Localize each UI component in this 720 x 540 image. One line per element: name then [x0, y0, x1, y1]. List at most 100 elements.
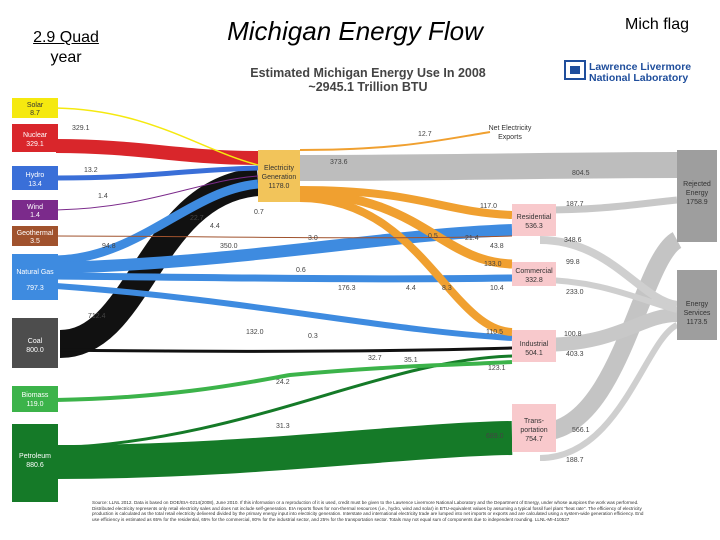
rejected-value: 1758.9 [686, 199, 708, 206]
flow-label: 329.1 [72, 125, 90, 132]
source-solar-name: Solar [27, 102, 44, 109]
flow-label: 110.5 [486, 329, 503, 336]
flow-solar [55, 107, 259, 166]
source-natural-gas-value: 797.3 [26, 285, 44, 292]
source-biomass: Biomass 119.0 [12, 386, 58, 412]
flow-gas-to-residential [55, 224, 513, 274]
flow-label: 24.2 [276, 379, 290, 386]
flow-label: 176.3 [338, 285, 356, 292]
flow-electricity-to-industrial [299, 194, 513, 336]
net-exports-label-1: Net Electricity [489, 125, 532, 132]
flow-electricity-to-rejected [299, 152, 678, 181]
flow-gas-to-commercial [55, 272, 513, 283]
source-hydro-value: 13.4 [28, 181, 42, 188]
flow-label: 99.8 [566, 259, 580, 266]
flow-label: 10.4 [490, 285, 504, 292]
flow-biomass [55, 360, 513, 402]
electricity-name-1: Electricity [264, 165, 294, 172]
flow-hydro [55, 165, 259, 181]
services-value: 1173.5 [687, 319, 708, 326]
flow-commercial-to-services [539, 277, 678, 313]
flow-label: 21.4 [465, 235, 479, 242]
flow-label: 117.0 [480, 203, 497, 210]
source-wind-name: Wind [27, 204, 43, 211]
flow-label: 12.7 [418, 131, 432, 138]
flow-gas-to-electricity [55, 179, 259, 265]
services-name-1: Energy [686, 301, 709, 308]
source-hydro: Hydro 13.4 [12, 166, 58, 190]
flow-label: 3.0 [308, 235, 318, 242]
source-coal-value: 800.0 [26, 347, 44, 354]
source-geothermal: Geothermal 3.5 [12, 226, 58, 246]
flow-label: 689.0 [486, 433, 504, 440]
electricity-generation-node: Electricity Generation 1178.0 [258, 150, 300, 202]
energy-services-node: Energy Services 1173.5 [677, 270, 717, 340]
chart-subtitle: ~2945.1 Trillion BTU [308, 80, 427, 94]
source-biomass-value: 119.0 [27, 401, 44, 408]
flow-label: 133.0 [484, 261, 502, 268]
flow-label: 566.1 [572, 427, 590, 434]
flow-label: 35.1 [404, 357, 418, 364]
flow-label: 132.0 [246, 329, 264, 336]
electricity-value: 1178.0 [269, 183, 290, 190]
source-coal-name: Coal [28, 338, 43, 345]
flow-petroleum-to-industrial [55, 354, 513, 450]
logo-line2: National Laboratory [589, 72, 688, 84]
quad-per-year-label: 2.9 Quad year [14, 28, 118, 68]
sector-industrial: Industrial 504.1 [512, 330, 556, 362]
flow-residential-to-rejected [539, 196, 678, 214]
source-geothermal-name: Geothermal [17, 230, 54, 237]
source-petroleum-name: Petroleum [19, 453, 51, 460]
source-hydro-name: Hydro [26, 172, 45, 179]
flow-label: 187.7 [566, 201, 584, 208]
flow-label: 804.5 [572, 170, 590, 177]
flow-label: 31.3 [276, 423, 290, 430]
flow-label: 32.7 [368, 355, 382, 362]
flow-sectors-to-services [539, 308, 678, 352]
flow-label: 0.5 [428, 233, 438, 240]
flow-label: 712.4 [88, 313, 106, 320]
quad-label-line2: year [50, 49, 82, 66]
chart-title: Estimated Michigan Energy Use In 2008 [250, 66, 486, 80]
flow-label: 1.4 [98, 193, 108, 200]
net-exports-label-2: Exports [498, 134, 522, 141]
flow-label: 22.7 [190, 215, 204, 222]
flow-geothermal [55, 235, 513, 239]
quad-label-line1: 2.9 Quad [33, 29, 99, 46]
flow-residential-to-services [539, 236, 678, 309]
source-wind: Wind 1.4 [12, 200, 58, 220]
rejected-name-2: Energy [686, 190, 709, 197]
source-nuclear-value: 329.1 [26, 141, 44, 148]
source-coal: Coal 800.0 [12, 318, 58, 368]
llnl-logo: Lawrence Livermore National Laboratory [564, 60, 691, 84]
source-natural-gas-name: Natural Gas [16, 269, 54, 276]
flow-label: 8.3 [442, 285, 452, 292]
sector-commercial-name: Commercial [515, 268, 553, 275]
flow-label: 13.2 [84, 167, 98, 174]
flow-transport-to-rejected [539, 232, 683, 441]
slide-title: Michigan Energy Flow [227, 16, 483, 46]
flow-transport-to-services [539, 322, 679, 461]
flow-value-labels: 329.1 12.7 373.6 13.2 1.4 804.5 0.7 22.7… [72, 125, 590, 464]
source-solar: Solar 8.7 [12, 98, 58, 118]
flow-label: 0.3 [308, 333, 318, 340]
source-nuclear-name: Nuclear [23, 132, 48, 139]
sector-residential-value: 536.3 [525, 223, 543, 230]
source-natural-gas: Natural Gas 797.3 [12, 254, 58, 300]
source-nuclear: Nuclear 329.1 [12, 124, 58, 152]
services-name-2: Services [684, 310, 711, 317]
flow-label: 373.6 [330, 159, 348, 166]
flow-electricity-to-commercial [299, 189, 513, 269]
sector-transportation-value: 754.7 [525, 436, 543, 443]
sector-transportation-name-2: portation [520, 427, 547, 434]
source-petroleum-value: 880.6 [26, 462, 44, 469]
source-petroleum: Petroleum 880.6 [12, 424, 58, 502]
source-wind-value: 1.4 [30, 212, 40, 219]
source-solar-value: 8.7 [30, 110, 40, 117]
source-geothermal-value: 3.5 [30, 238, 40, 245]
flow-label: 100.8 [564, 331, 582, 338]
sector-commercial-value: 332.8 [525, 277, 543, 284]
sector-commercial: Commercial 332.8 [512, 262, 556, 286]
rejected-name-1: Rejected [683, 181, 711, 188]
